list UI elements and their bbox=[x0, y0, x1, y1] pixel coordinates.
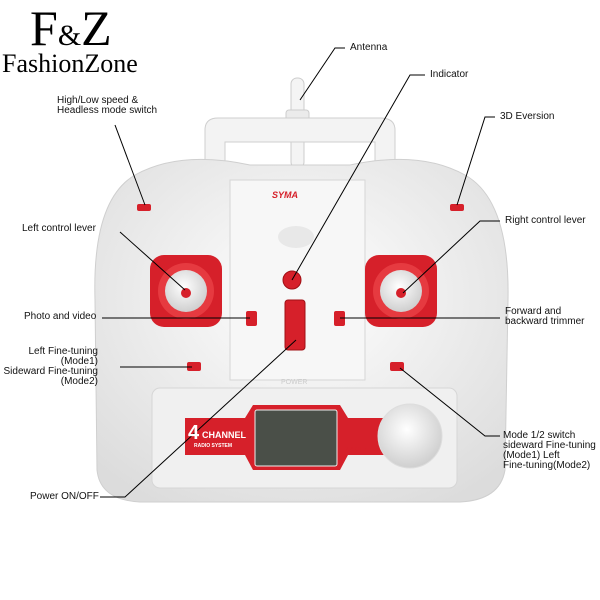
label-indicator: Indicator bbox=[430, 69, 469, 80]
label-3d-eversion: 3D Eversion bbox=[500, 111, 555, 122]
brand-logo-name: FashionZone bbox=[2, 49, 138, 78]
frequency: 2.4 GHz bbox=[345, 447, 368, 453]
mode-dial bbox=[377, 403, 443, 469]
power-switch bbox=[284, 299, 306, 351]
brand-logo: F&Z bbox=[30, 0, 112, 56]
radio-text: RADIO SYSTEM bbox=[194, 443, 233, 449]
label-high-low: High/Low speed &Headless mode switch bbox=[57, 95, 158, 116]
label-power: Power ON/OFF bbox=[30, 491, 99, 502]
lcd-screen bbox=[254, 409, 338, 467]
channel-text: CHANNEL bbox=[202, 430, 246, 440]
power-text: POWER bbox=[281, 379, 308, 386]
channel-number: 4 bbox=[188, 422, 200, 444]
brand-mark: SYMA bbox=[272, 190, 299, 200]
left-joystick bbox=[150, 255, 222, 327]
leader-lines bbox=[100, 47, 500, 498]
label-antenna: Antenna bbox=[350, 42, 388, 53]
label-photo-video: Photo and video bbox=[24, 311, 97, 322]
label-left-lever: Left control lever bbox=[22, 223, 96, 234]
label-left-fine-tuning: Left Fine-tuning(Mode1)Sideward Fine-tun… bbox=[3, 346, 99, 387]
label-right-lever: Right control lever bbox=[505, 215, 586, 226]
right-joystick bbox=[365, 255, 437, 327]
